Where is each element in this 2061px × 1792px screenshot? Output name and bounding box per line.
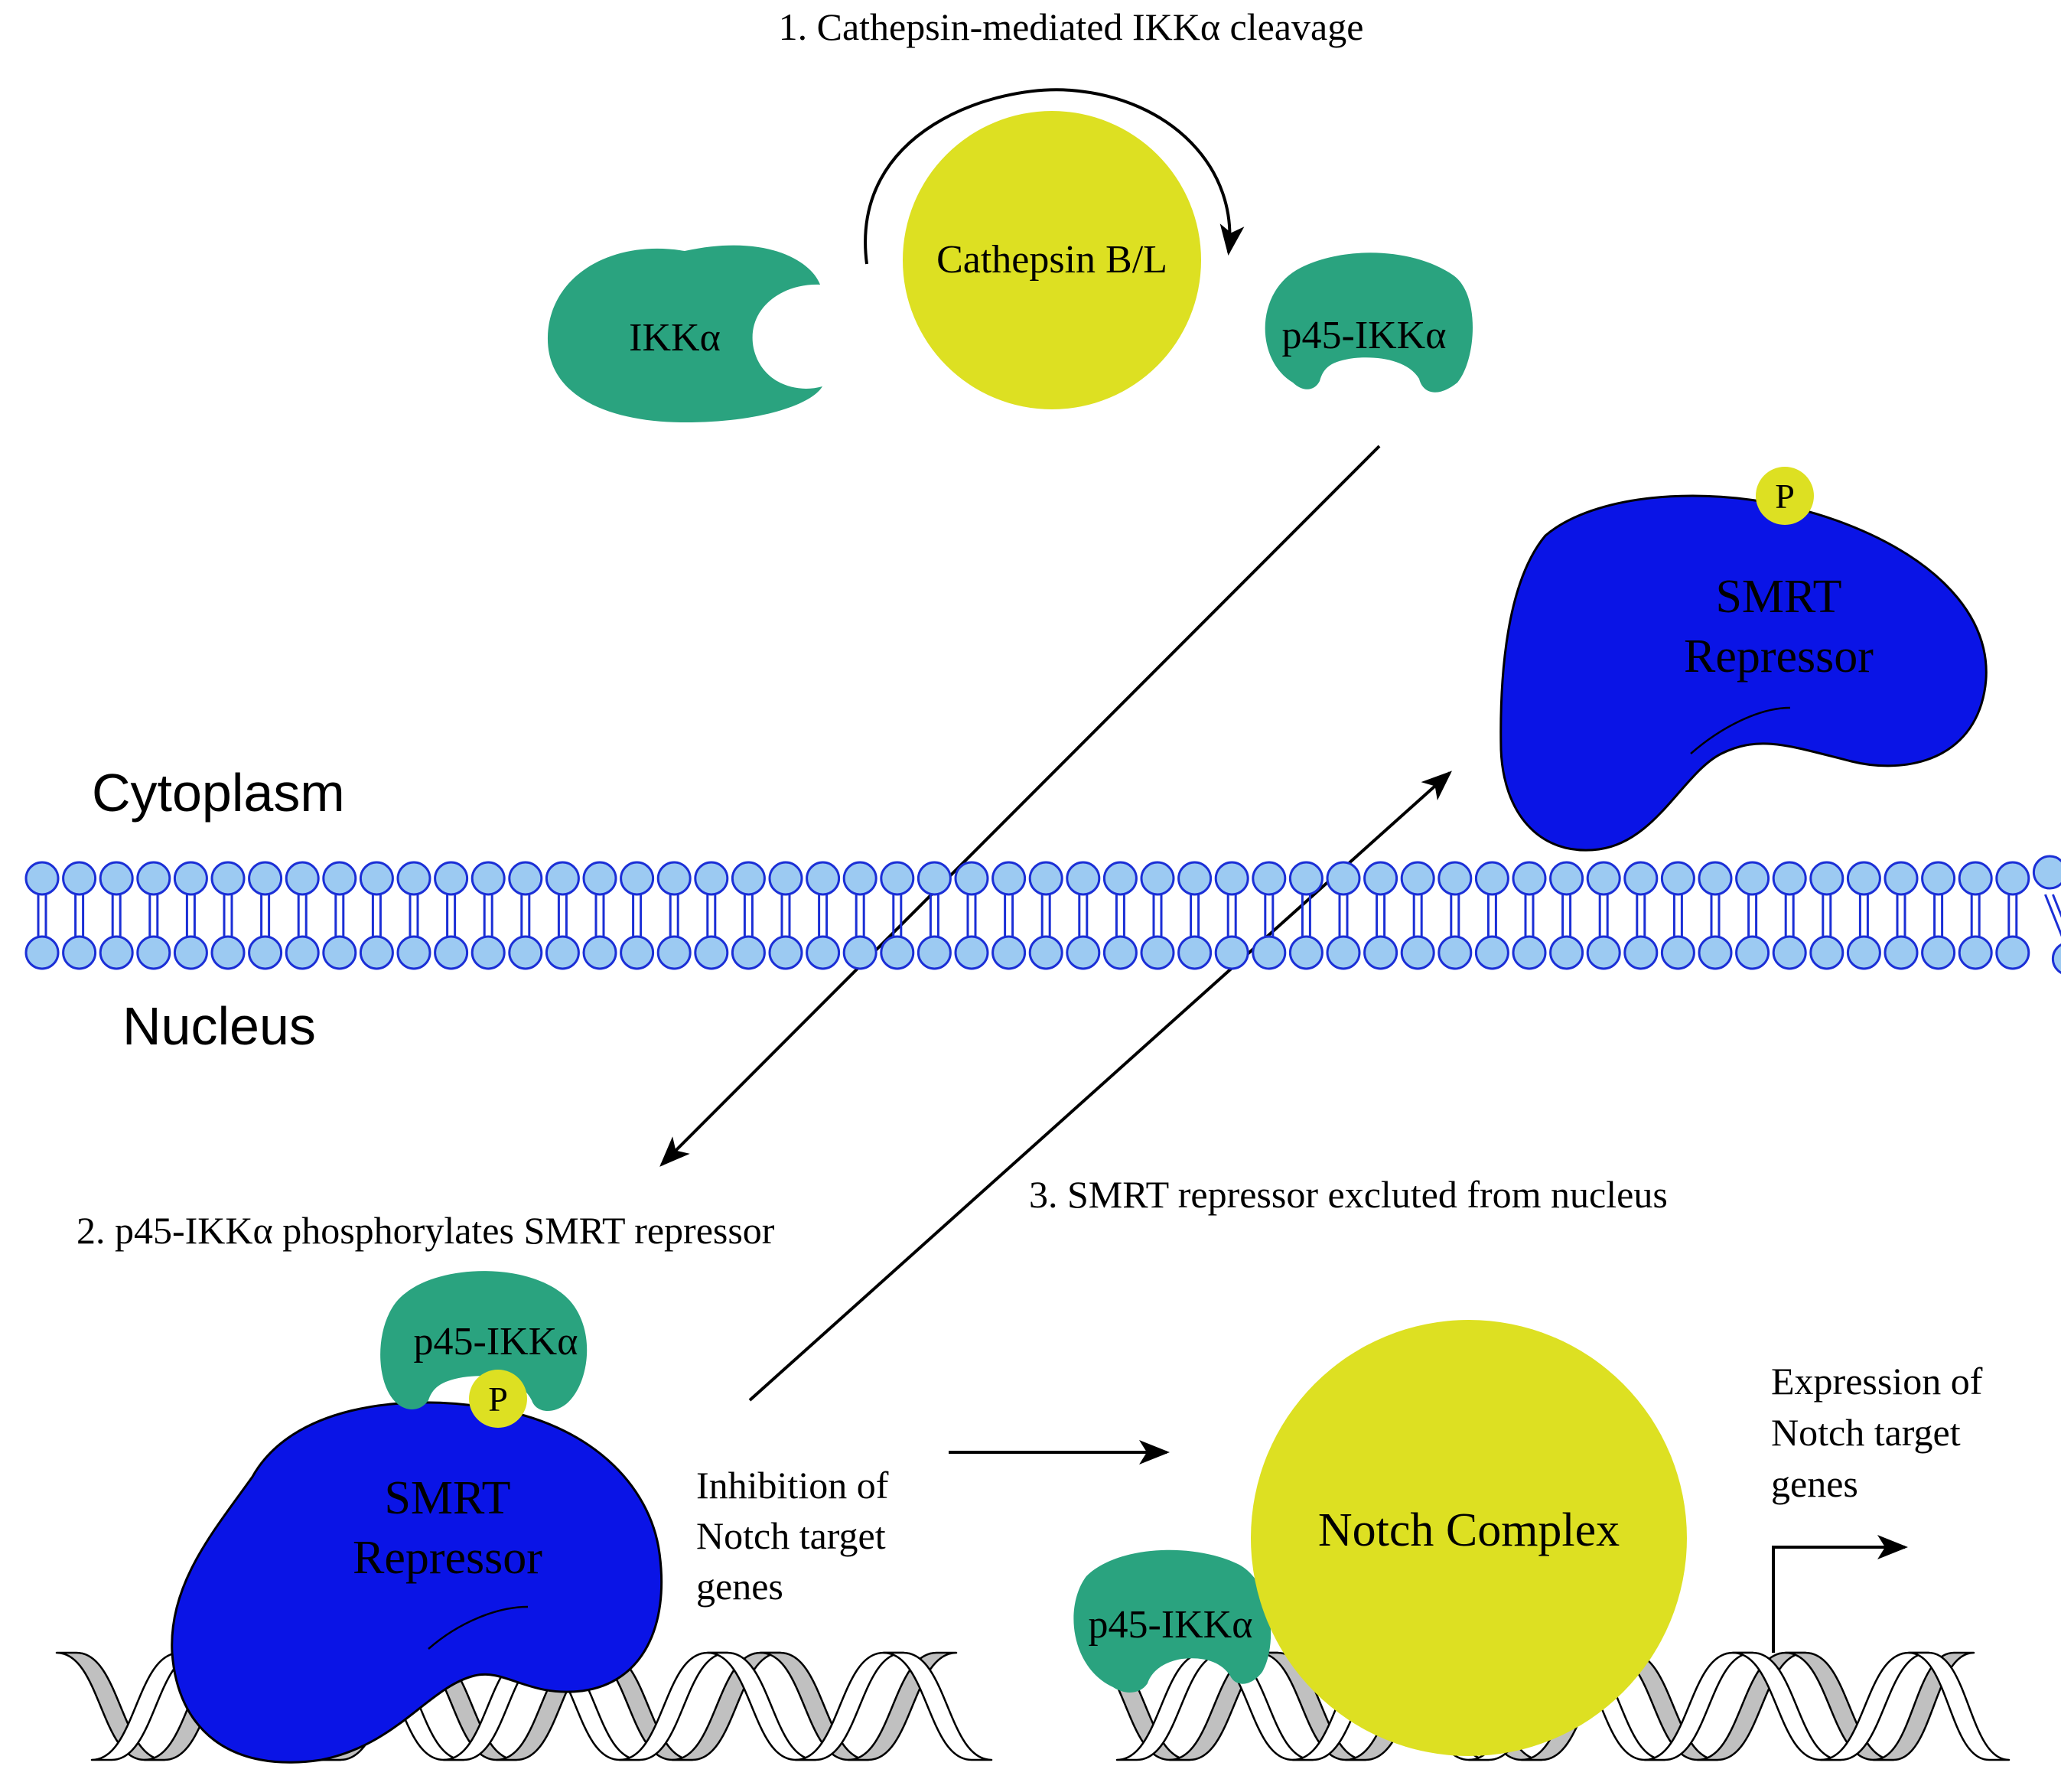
- transcription-arrow: [1772, 1535, 1908, 1653]
- smrt-repressor-cytoplasm: SMRT Repressor P: [1499, 467, 1988, 852]
- lipid-pair: [396, 861, 431, 970]
- lipid-pair: [1028, 861, 1063, 970]
- nucleus-label: Nucleus: [122, 996, 316, 1056]
- lipid-pair: [508, 861, 543, 970]
- smrt-top-label-line1: SMRT: [1715, 571, 1841, 623]
- lipid-pair: [136, 861, 171, 970]
- lipid-pair: [1400, 861, 1435, 970]
- dna-back-strand: [847, 1651, 958, 1761]
- lipid-pair: [1066, 861, 1101, 970]
- lipid-pair: [1660, 861, 1695, 970]
- lipid-pair: [545, 861, 580, 970]
- p45-top-label: p45-IKKα: [1282, 314, 1447, 357]
- lipid-pair: [1884, 861, 1919, 970]
- lipid-pair: [1288, 861, 1324, 970]
- step3-title: 3. SMRT repressor excluted from nucleus: [1029, 1173, 1668, 1216]
- smrt-left-label-line2: Repressor: [353, 1532, 542, 1584]
- lipid-pair: [1437, 861, 1473, 970]
- lipid-pair: [470, 861, 506, 970]
- p45-ikka-bound-smrt: p45-IKKα P: [380, 1271, 588, 1428]
- lipid-pair: [1214, 861, 1249, 970]
- lipid-pair: [582, 861, 617, 970]
- dna-front-strand: [882, 1651, 993, 1761]
- smrt-left-label-line1: SMRT: [384, 1472, 510, 1524]
- lipid-pair: [1698, 861, 1733, 970]
- lipid-pair: [1549, 861, 1584, 970]
- lipid-pair: [991, 861, 1027, 970]
- lipid-pair: [1102, 861, 1138, 970]
- lipid-pair: [1586, 861, 1621, 970]
- dna-back-strand: [1872, 1651, 1975, 1761]
- lipid-pair: [62, 861, 97, 970]
- notch-complex: Notch Complex: [1251, 1320, 1687, 1756]
- phospho-group-top: [1756, 467, 1814, 525]
- ikka-protein: IKKα: [547, 245, 822, 422]
- lipid-pair: [1846, 861, 1881, 970]
- lipid-pair: [731, 861, 766, 970]
- lipid-pair: [1809, 861, 1844, 970]
- lipid-pair: [806, 861, 841, 970]
- lipid-pair: [1326, 861, 1361, 970]
- lipid-pair: [1958, 861, 1993, 970]
- lipid-pair: [954, 861, 989, 970]
- cathepsin-enzyme: Cathepsin B/L: [903, 111, 1201, 409]
- lipid-pair: [917, 861, 952, 970]
- lipid-pair: [434, 861, 469, 970]
- lipid-pair: [1995, 861, 2030, 970]
- lipid-pair: [1735, 861, 1770, 970]
- lipid-pair: [1623, 861, 1659, 970]
- lipid-pair: [1177, 861, 1213, 970]
- lipid-pair: [620, 861, 655, 970]
- lipid-pair: [842, 861, 877, 970]
- lipid-pair: [694, 861, 729, 970]
- arrow-into-nucleus: [659, 445, 1381, 1167]
- lipid-pair: [1140, 861, 1175, 970]
- cleavage-curved-arrow: [864, 88, 1245, 265]
- lipid-pair: [1772, 861, 1807, 970]
- lipid-pair: [99, 861, 134, 970]
- lipid-pair: [656, 861, 692, 970]
- lipid-pair: [1921, 861, 1956, 970]
- ikka-label: IKKα: [629, 316, 721, 360]
- lipid-pair: [359, 861, 394, 970]
- lipid-pair: [768, 861, 803, 970]
- lipid-pair: [285, 861, 320, 970]
- nuclear-membrane: [24, 855, 2061, 974]
- lipid-pair: [1512, 861, 1547, 970]
- phospho-left-label: P: [488, 1380, 508, 1419]
- step2-title: 2. p45-IKKα phosphorylates SMRT represso…: [77, 1209, 775, 1252]
- lipid-pair: [210, 861, 246, 970]
- p45-right-label: p45-IKKα: [1089, 1603, 1253, 1647]
- smrt-repressor-nucleus: SMRT Repressor: [171, 1401, 663, 1764]
- p45-ikka-on-dna: p45-IKKα: [1073, 1549, 1271, 1693]
- dna-front-strand: [1907, 1651, 2011, 1761]
- expression-text: Expression of Notch target genes: [1771, 1360, 1992, 1505]
- lipid-pair: [880, 861, 915, 970]
- phospho-top-label: P: [1775, 477, 1795, 516]
- notch-label: Notch Complex: [1318, 1504, 1620, 1556]
- step1-title: 1. Cathepsin-mediated IKKα cleavage: [779, 5, 1364, 48]
- lipid-pair: [322, 861, 357, 970]
- lipid-pair: [248, 861, 283, 970]
- lipid-pair: [24, 861, 60, 970]
- cytoplasm-label: Cytoplasm: [92, 763, 345, 823]
- p45-ikka-cleaved: p45-IKKα: [1265, 253, 1473, 393]
- lipid-pair: [1474, 861, 1509, 970]
- inhibition-text: Inhibition of Notch target genes: [696, 1464, 898, 1608]
- lipid-pair: [1252, 861, 1287, 970]
- smrt-top-label-line2: Repressor: [1684, 630, 1874, 683]
- cathepsin-label: Cathepsin B/L: [936, 238, 1167, 282]
- lipid-pair-end: [2032, 855, 2061, 974]
- p45-left-label: p45-IKKα: [414, 1320, 578, 1364]
- lipid-pair: [1363, 861, 1398, 970]
- lipid-pair: [173, 861, 208, 970]
- phospho-group-left: [469, 1370, 527, 1428]
